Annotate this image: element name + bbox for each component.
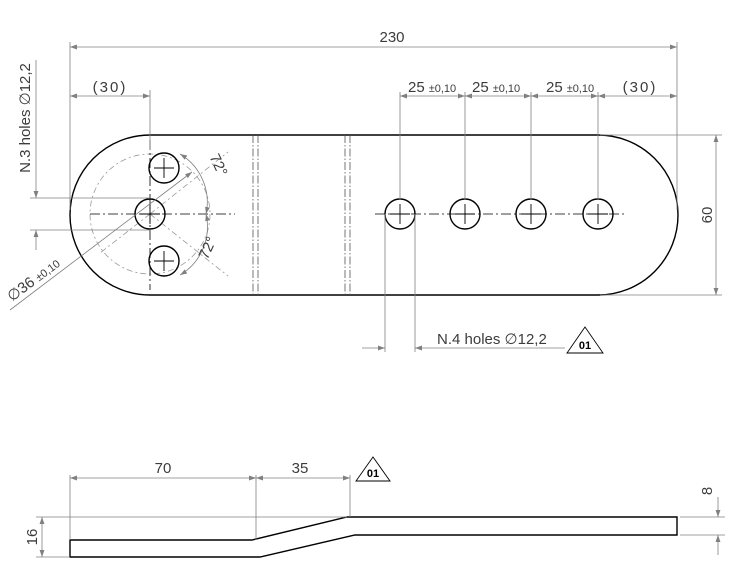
radial-line [99, 213, 151, 254]
pcd-leader [9, 171, 193, 311]
hole-pitch-dimension: 25±0,10 [546, 79, 594, 96]
hole [134, 198, 166, 230]
width-dimension: 60 [699, 207, 716, 224]
pcd-callout: ∅36±0,10 [4, 255, 63, 305]
hole [148, 245, 180, 277]
revision-triangle: 01 [566, 326, 604, 354]
overall-length-dimension: 230 [379, 29, 404, 46]
left-offset-dimension: (30) [93, 79, 128, 96]
svg-text:01: 01 [367, 468, 379, 480]
radial-line [149, 213, 229, 277]
radial-line [149, 151, 229, 215]
plan-view: 230 (30) 25±0,10 25±0,10 25±0,10 (30) 60 [4, 29, 722, 354]
revision-triangle: 01 [355, 456, 391, 482]
thickness-dimension: 8 [699, 487, 716, 495]
hole-pitch-dimension: 25±0,10 [408, 79, 456, 96]
angle-arc [179, 153, 210, 215]
flat-length-dimension: 70 [155, 460, 172, 477]
angle-top-dimension: 72° [206, 151, 231, 179]
slope-length-dimension: 35 [292, 460, 309, 477]
side-view: 70 35 01 8 16 [24, 456, 725, 558]
right-holes-callout: N.4 holes ∅12,2 [437, 331, 547, 348]
angle-bottom-dimension: 72° [195, 234, 220, 262]
offset-height-dimension: 16 [24, 529, 41, 546]
right-offset-dimension: (30) [623, 79, 658, 96]
hole-pitch-dimension: 25±0,10 [472, 79, 520, 96]
left-holes-callout: N.3 holes ∅12,2 [17, 63, 34, 173]
plate-outline [69, 134, 679, 296]
angle-arc [179, 213, 210, 276]
hole [148, 152, 180, 184]
profile-outline [69, 516, 678, 558]
svg-text:01: 01 [579, 340, 591, 352]
